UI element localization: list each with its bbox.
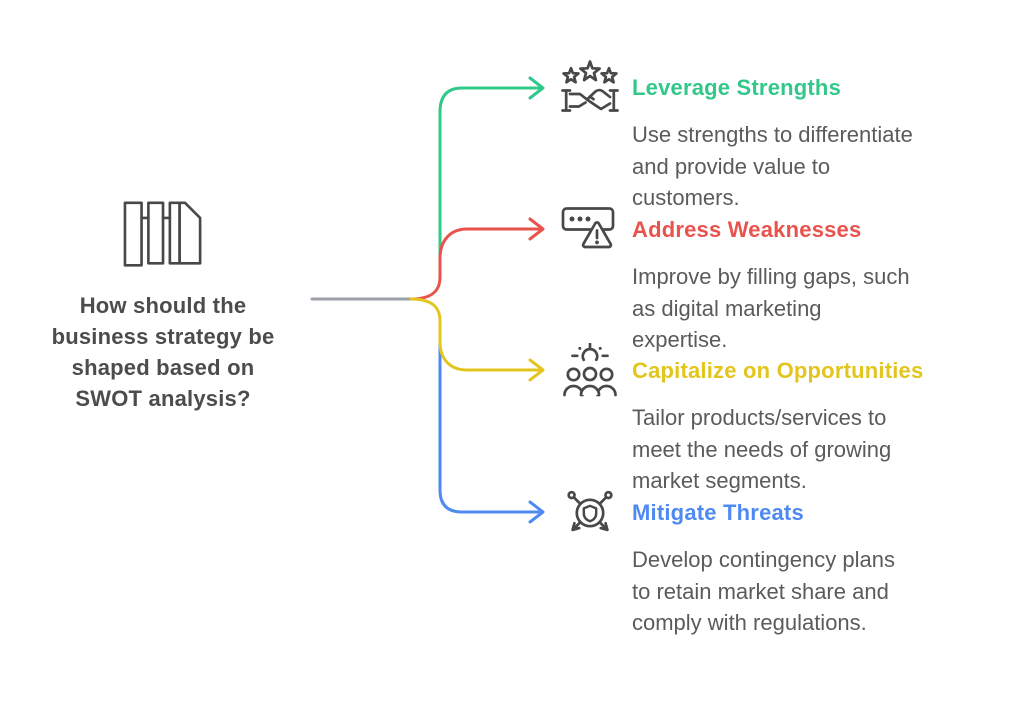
connector-threats: [438, 319, 545, 524]
branch-title: Address Weaknesses: [632, 217, 862, 242]
connector-weaknesses: [409, 217, 545, 301]
branch-title: Mitigate Threats: [632, 500, 804, 525]
branch-title: Leverage Strengths: [632, 75, 842, 100]
connector-strengths: [438, 76, 545, 279]
branch-title: Capitalize on Opportunities: [632, 358, 924, 383]
strategy-document-icon: [123, 200, 205, 270]
branch-mitigate-threats: Mitigate Threats Develop contingency pla…: [560, 485, 1000, 635]
stars-handshake-icon: [560, 60, 620, 114]
branch-capitalize-opportunities: Capitalize on Opportunities Tailor produ…: [560, 343, 1000, 493]
branch-address-weaknesses: Address Weaknesses Improve by filling ga…: [560, 202, 1000, 352]
shield-network-icon: [560, 485, 620, 539]
connector-opportunities: [409, 297, 545, 382]
crowd-sun-icon: [560, 343, 620, 397]
warning-panel-icon: [560, 202, 620, 256]
question-text: How should the business strategy be shap…: [51, 293, 275, 411]
branch-description: Develop contingency plans to retain mark…: [632, 547, 895, 635]
branch-description: Tailor products/services to meet the nee…: [632, 405, 892, 493]
branch-description: Improve by filling gaps, such as digital…: [632, 264, 910, 352]
branch-leverage-strengths: Leverage Strengths Use strengths to diff…: [560, 60, 1000, 210]
branch-description: Use strengths to differentiate and provi…: [632, 122, 913, 210]
